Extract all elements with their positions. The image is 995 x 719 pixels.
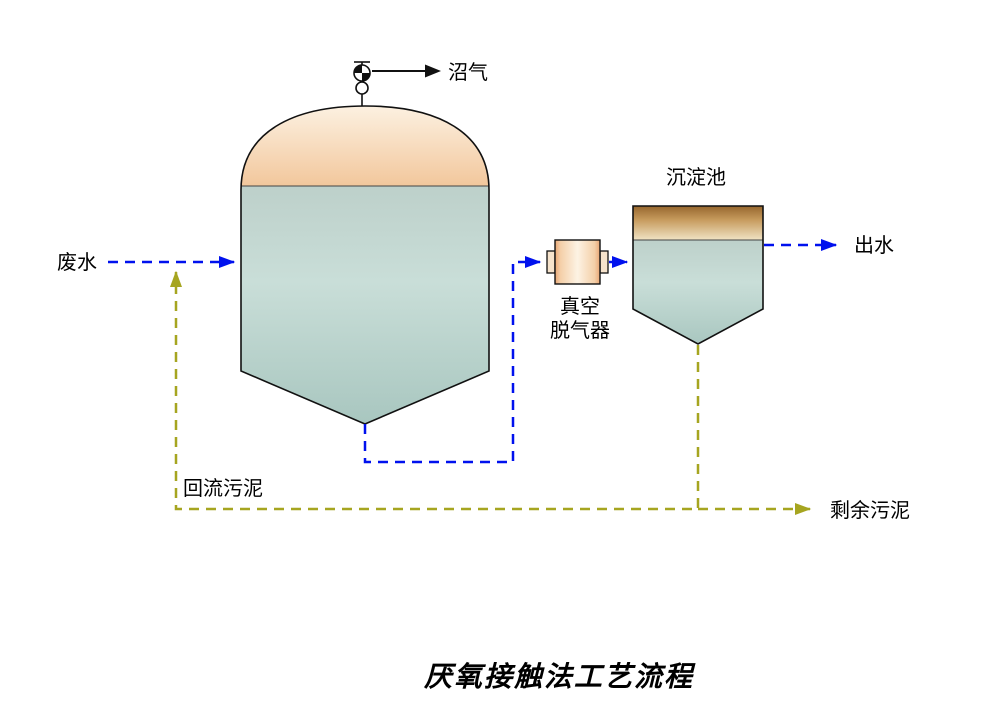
sedimentation-tank bbox=[632, 205, 764, 345]
return-sludge-label: 回流污泥 bbox=[183, 476, 263, 500]
sed-tank-liquid bbox=[633, 240, 763, 344]
reactor-fill bbox=[241, 106, 489, 424]
degasser-left-flange bbox=[546, 250, 556, 274]
degasser-body bbox=[554, 239, 601, 285]
reactor-outlet-line bbox=[363, 255, 542, 464]
sed-tank-scum-band bbox=[633, 206, 763, 240]
reactor-liquid bbox=[241, 186, 489, 424]
degasser-label-line2: 脱气器 bbox=[550, 318, 610, 342]
vacuum-degasser bbox=[546, 239, 609, 285]
sed-tank-fill bbox=[633, 206, 763, 344]
valve-quadrant-2 bbox=[362, 73, 370, 81]
excess-sludge-label: 剩余污泥 bbox=[830, 498, 910, 522]
diagram-title: 厌氧接触法工艺流程 bbox=[423, 660, 696, 693]
biogas-arrowhead bbox=[425, 64, 441, 78]
reactor-outline bbox=[240, 105, 490, 425]
anaerobic-reactor bbox=[240, 105, 490, 425]
sedimentation-tank-label: 沉淀池 bbox=[666, 165, 726, 189]
wastewater-label: 废水 bbox=[57, 250, 97, 274]
degasser-right-flange bbox=[599, 250, 609, 274]
return-sludge-line bbox=[169, 270, 700, 511]
gas-valve-icon bbox=[353, 61, 371, 106]
valve-lower-circle bbox=[355, 81, 369, 95]
degasser-label-line1: 真空 bbox=[560, 294, 600, 318]
reactor-dome-gas-space bbox=[241, 106, 489, 186]
biogas-label: 沼气 bbox=[448, 60, 488, 84]
biogas-arrow bbox=[372, 64, 441, 78]
effluent-label: 出水 bbox=[854, 233, 894, 257]
valve-quadrant-1 bbox=[354, 65, 362, 73]
sed-tank-outline bbox=[632, 205, 764, 345]
